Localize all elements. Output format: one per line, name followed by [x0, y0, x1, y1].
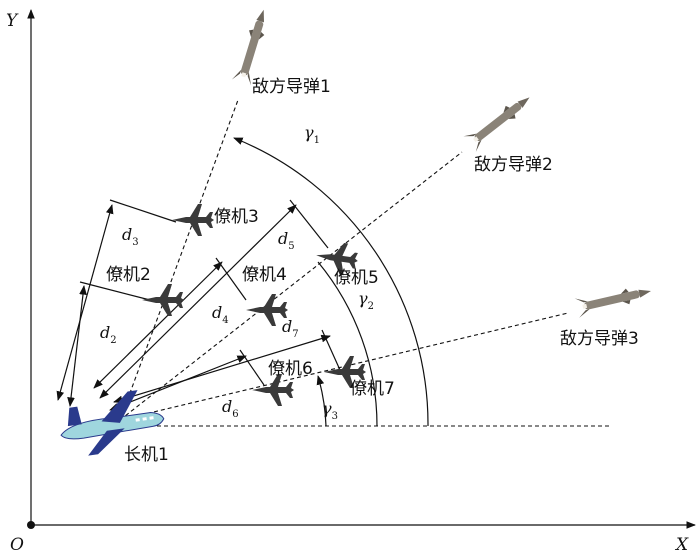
distance-d7-label: d7 — [282, 317, 299, 340]
origin-label: O — [10, 535, 24, 555]
distance-d3-arrow — [56, 204, 114, 401]
wingman-7-label: 僚机7 — [350, 379, 395, 399]
distance-d2-label: d2 — [100, 323, 117, 346]
x-axis-label: X — [674, 535, 689, 555]
origin-dot — [27, 521, 35, 529]
missile-1-icon — [231, 6, 274, 86]
extension-line-6 — [239, 349, 265, 386]
distance-d7-arrow — [113, 334, 331, 404]
distance-labels: d2 d3 d4 d5 d6 d7 — [100, 225, 299, 420]
distance-d2-arrow — [67, 285, 87, 407]
missile-3-icon — [574, 281, 654, 318]
wingmen: 僚机2 僚机3 僚机4 僚机5 僚机6 僚机7 — [106, 204, 395, 406]
extension-line-7 — [321, 329, 341, 371]
enemy-missiles: 敌方导弹1 敌方导弹2 敌方导弹3 — [231, 6, 654, 349]
extension-line-5 — [289, 199, 329, 249]
angle-gamma-3-label: γ3 — [322, 399, 338, 422]
angle-gamma-2-label: γ2 — [358, 289, 374, 312]
angle-gamma-1-label: γ1 — [304, 123, 320, 146]
sight-line-missile-1 — [119, 99, 239, 421]
distance-d3-label: d3 — [122, 225, 139, 248]
arc-gamma-2 — [317, 261, 378, 427]
distance-arrows — [56, 199, 341, 411]
leader-aircraft-icon — [60, 390, 165, 456]
arc-gamma-1 — [233, 137, 429, 427]
y-axis-label: Y — [6, 11, 19, 31]
missile-3-label: 敌方导弹3 — [560, 329, 639, 349]
missile-2-label: 敌方导弹2 — [474, 155, 553, 175]
axes: O X Y — [6, 9, 696, 555]
angle-labels: γ1 γ2 γ3 — [304, 123, 374, 422]
distance-d4-label: d4 — [212, 303, 229, 326]
wingman-3-label: 僚机3 — [214, 207, 259, 227]
wingman-2-label: 僚机2 — [106, 265, 151, 285]
missile-2-icon — [463, 89, 536, 153]
distance-d6-label: d6 — [222, 397, 239, 420]
wingman-5-label: 僚机5 — [334, 268, 379, 288]
wingman-3-icon — [172, 204, 214, 236]
missile-1-label: 敌方导弹1 — [252, 77, 331, 97]
wingman-4-label: 僚机4 — [242, 265, 287, 285]
wingman-6-label: 僚机6 — [268, 359, 313, 379]
extension-line-3 — [109, 199, 177, 223]
wingman-2-icon — [142, 284, 184, 316]
leader-label: 长机1 — [124, 445, 169, 465]
distance-d5-label: d5 — [278, 229, 295, 252]
